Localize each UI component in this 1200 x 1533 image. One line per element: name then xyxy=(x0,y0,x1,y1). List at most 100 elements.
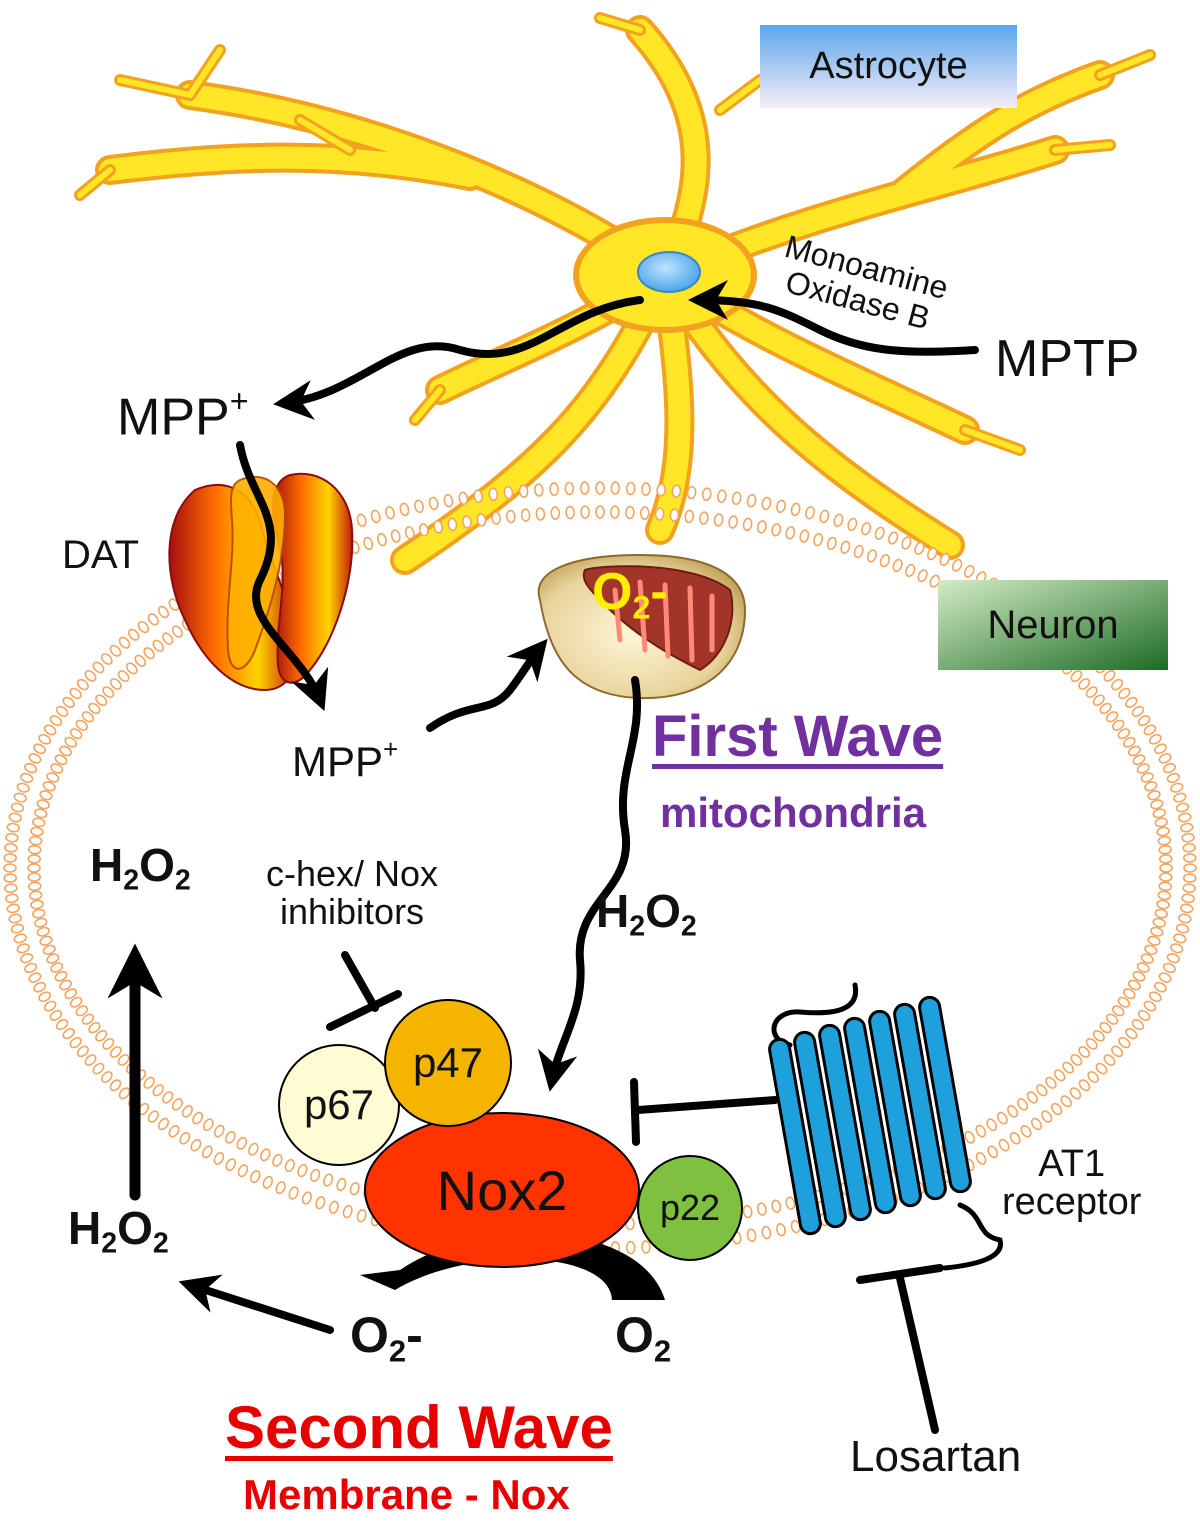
lipid-head xyxy=(81,711,95,723)
lipid-head xyxy=(76,1045,89,1058)
lipid-head xyxy=(447,517,458,532)
lipid-head xyxy=(1099,702,1112,715)
lipid-head xyxy=(1095,1062,1108,1075)
lipid-head xyxy=(49,715,63,727)
h2o2-label-top-left: H2O2 xyxy=(90,839,191,897)
neuron-label-box xyxy=(938,580,1168,670)
lipid-head xyxy=(39,790,53,801)
lipid-head xyxy=(1128,979,1141,991)
lipid-head xyxy=(162,1091,174,1104)
lipid-head xyxy=(1162,762,1176,774)
losartan-label: Losartan xyxy=(850,1432,1022,1481)
lipid-head xyxy=(728,515,738,529)
lipid-head xyxy=(13,933,27,944)
lipid-head xyxy=(157,605,170,619)
lipid-head xyxy=(861,522,872,536)
lipid-head xyxy=(1118,687,1131,700)
lipid-head xyxy=(462,515,472,529)
lipid-head xyxy=(1117,728,1131,740)
lipid-head xyxy=(213,1124,225,1138)
lipid-head xyxy=(505,509,516,524)
lipid-head xyxy=(34,808,48,819)
lipid-head xyxy=(36,926,50,937)
lipid-head xyxy=(1148,733,1162,745)
dat-label: DAT xyxy=(62,533,140,577)
nox-superoxide-label: O2- xyxy=(350,1307,423,1369)
lipid-head xyxy=(100,1071,113,1083)
lipid-head xyxy=(1143,1000,1157,1012)
lipid-head xyxy=(28,881,42,892)
lipid-head xyxy=(336,1177,347,1192)
lipid-head xyxy=(288,1186,299,1200)
lipid-head xyxy=(1111,1045,1124,1058)
lipid-head xyxy=(998,1138,1010,1152)
lipid-head xyxy=(771,523,782,537)
lipid-head xyxy=(31,817,46,828)
pathway-arrows xyxy=(107,280,979,1334)
lipid-head xyxy=(776,499,786,514)
lipid-head xyxy=(1147,935,1161,946)
lipid-head xyxy=(1062,1061,1075,1074)
lipid-head xyxy=(1150,926,1164,937)
at1-receptor-label: AT1 receptor xyxy=(1002,1145,1141,1221)
lipid-head xyxy=(38,733,52,745)
lipid-head xyxy=(6,822,21,833)
lipid-head xyxy=(757,1202,767,1216)
p47-subunit xyxy=(384,999,512,1127)
lipid-head xyxy=(1175,923,1190,934)
lipid-head xyxy=(418,523,429,537)
inhibitor-line2: inhibitors xyxy=(279,890,425,932)
lipid-head xyxy=(1020,1125,1032,1138)
lipid-head xyxy=(625,505,635,520)
lipid-head xyxy=(761,1225,772,1240)
mptp-label: MPTP xyxy=(995,330,1140,388)
lipid-head xyxy=(1179,822,1194,833)
lipid-head xyxy=(473,489,484,503)
lipid-head xyxy=(102,1038,115,1050)
lipid-head xyxy=(1105,711,1119,723)
lipid-head xyxy=(181,1105,193,1118)
lipid-head xyxy=(1131,705,1145,717)
at1-helix xyxy=(843,1016,897,1215)
neuron-label: Neuron xyxy=(987,602,1119,647)
lipid-head xyxy=(28,844,42,855)
lipid-head xyxy=(476,513,487,527)
lipid-head xyxy=(914,541,925,555)
lipid-head xyxy=(109,1079,122,1092)
lipid-head xyxy=(225,1158,237,1172)
lipid-head xyxy=(1182,883,1196,894)
lipid-head xyxy=(28,972,42,983)
lipid-head xyxy=(5,832,19,843)
lipid-head xyxy=(385,506,395,520)
p67-subunit xyxy=(278,1044,400,1166)
lipid-head xyxy=(88,1021,101,1034)
at1-receptor xyxy=(768,982,1003,1271)
lipid-head xyxy=(888,531,899,545)
lipid-head xyxy=(1085,1038,1098,1050)
lipid-head xyxy=(42,944,56,955)
lipid-head xyxy=(1105,1013,1119,1025)
lipid-head xyxy=(1173,933,1187,944)
lipid-head xyxy=(356,1209,367,1223)
lipid-head xyxy=(595,505,605,519)
lipid-head xyxy=(1030,1117,1043,1131)
at1-inhibition-line xyxy=(634,1096,779,1114)
lipid-head xyxy=(699,511,709,525)
lipid-head xyxy=(100,653,113,665)
lipid-head xyxy=(143,647,155,660)
lipid-head xyxy=(713,513,724,527)
at1-line1: AT1 xyxy=(1038,1143,1106,1185)
lipid-head xyxy=(963,564,975,578)
lipid-head xyxy=(805,506,815,520)
lipid-head xyxy=(1053,1069,1066,1082)
lipid-head xyxy=(671,484,682,498)
lipid-head xyxy=(975,1124,987,1138)
lipid-head xyxy=(746,493,757,508)
lipid-head xyxy=(43,1000,57,1012)
lipid-head xyxy=(549,482,559,496)
lipid-head xyxy=(1122,736,1136,748)
lipid-head xyxy=(503,485,514,500)
lipid-head xyxy=(272,1153,283,1167)
lipid-head xyxy=(1085,686,1098,698)
lipid-head xyxy=(64,988,78,1000)
